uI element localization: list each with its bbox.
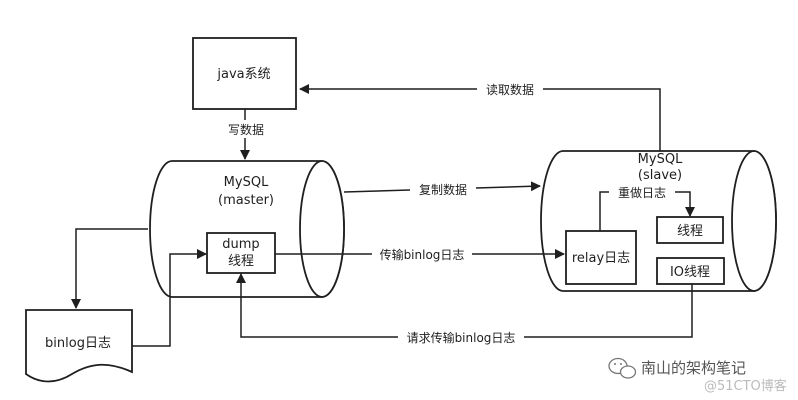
dump-thread-box	[206, 232, 276, 274]
edge-read-data	[299, 84, 661, 151]
sql-thread-box	[656, 216, 724, 244]
io-thread-label: IO线程	[670, 265, 710, 280]
java-system-label: java系统	[216, 67, 270, 82]
edge-label-redo-log: 重做日志	[618, 185, 666, 200]
io-thread-box	[656, 257, 725, 285]
java-system-box	[192, 37, 297, 110]
binlog-document	[25, 309, 133, 383]
relay-log-label: relay日志	[572, 251, 630, 266]
slave-subtitle: (slave)	[638, 168, 682, 183]
wechat-icon	[608, 357, 637, 379]
sql-thread-label: 线程	[677, 224, 703, 239]
binlog-label: binlog日志	[45, 336, 111, 351]
watermark: 南山的架构笔记 @51CTO博客	[608, 357, 787, 394]
edge-master-to-binlog	[71, 228, 148, 309]
dump-thread-label-1: dump	[222, 237, 259, 252]
master-subtitle: (master)	[218, 193, 274, 208]
edge-binlog-to-dump	[132, 249, 207, 347]
slave-title: MySQL	[638, 152, 683, 167]
edge-label-request-binlog: 请求传输binlog日志	[407, 330, 516, 345]
master-cylinder: MySQL (master)	[149, 160, 345, 298]
edge-label-replicate-data: 复制数据	[419, 182, 467, 197]
edge-label-write-data: 写数据	[228, 122, 264, 137]
watermark-main: 南山的架构笔记	[641, 359, 746, 377]
edge-label-transfer-binlog: 传输binlog日志	[380, 247, 465, 262]
watermark-sub: @51CTO博客	[704, 378, 787, 394]
edge-label-read-data: 读取数据	[486, 82, 534, 97]
master-title: MySQL	[224, 175, 269, 190]
relay-log-box	[565, 230, 637, 285]
dump-thread-label-2: 线程	[228, 254, 254, 269]
